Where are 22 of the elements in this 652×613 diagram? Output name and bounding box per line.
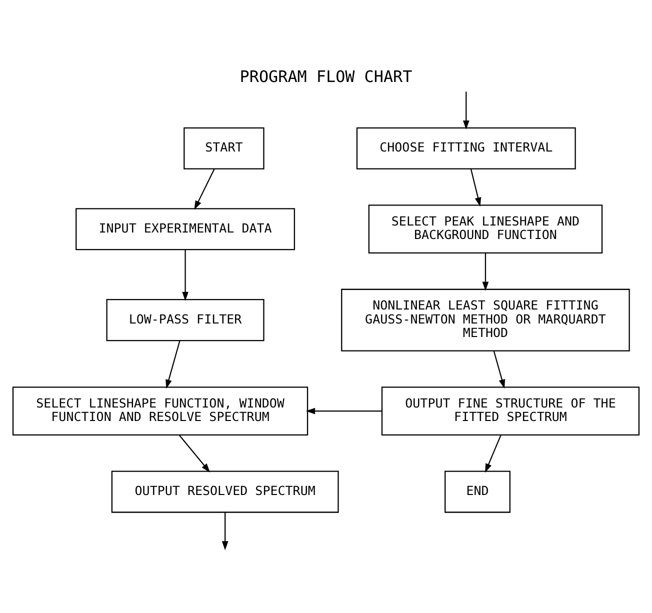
node-box: START (184, 126, 264, 169)
node-box: NONLINEAR LEAST SQUARE FITTING GAUSS-NEWTON METHOD OR MARQUARDT METHOD (341, 288, 630, 351)
arrow (194, 168, 215, 210)
arrow (222, 512, 228, 550)
node-box: SELECT PEAK LINESHAPE AND BACKGROUND FUNCTION (368, 204, 603, 254)
node-box: END (444, 470, 510, 512)
arrow (493, 350, 506, 388)
arrow (166, 340, 180, 388)
node-box: SELECT LINESHAPE FUNCTION, WINDOW FUNCTION AND RESOLVE SPECTRUM (12, 386, 308, 435)
arrow (182, 249, 188, 301)
node-box: CHOOSE FITTING INTERVAL (356, 126, 576, 169)
arrow (470, 168, 482, 206)
node-box: OUTPUT RESOLVED SPECTRUM (111, 470, 339, 512)
diagram-title: PROGRAM FLOW CHART (240, 66, 412, 86)
arrow (485, 434, 502, 472)
node-box: LOW-PASS FILTER (106, 298, 264, 341)
arrow (482, 252, 489, 290)
arrow (462, 91, 470, 130)
arrow (178, 434, 210, 472)
node-box: OUTPUT FINE STRUCTURE OF THE FITTED SPECTRUM (381, 386, 640, 435)
node-box: INPUT EXPERIMENTAL DATA (76, 208, 296, 250)
arrow (306, 407, 382, 414)
